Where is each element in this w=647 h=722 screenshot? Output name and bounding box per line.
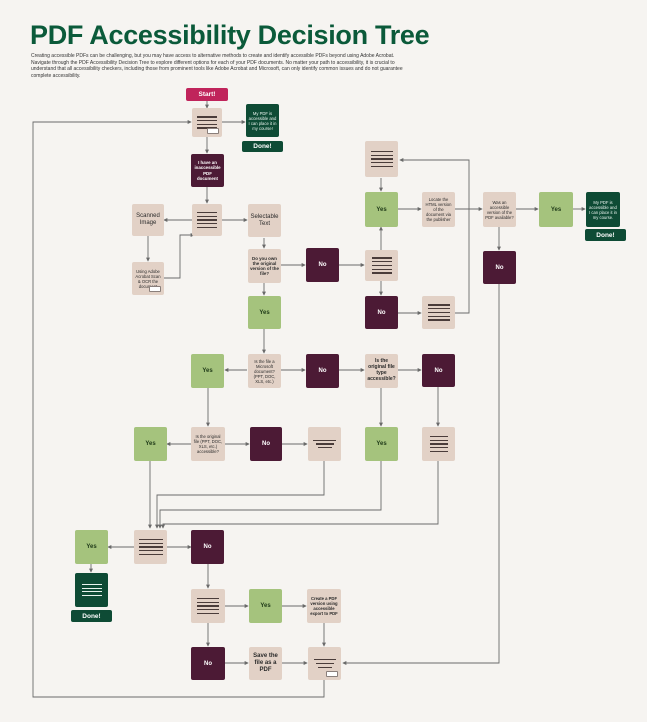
done-badge-top: Done! <box>242 141 283 152</box>
scanned-image-node[interactable]: Scanned Image <box>132 204 164 236</box>
yes-node-export[interactable]: Yes <box>249 589 282 623</box>
doc-icon-export[interactable] <box>191 589 225 623</box>
inaccessible-node[interactable]: I have an inaccessible PDF document <box>191 154 224 187</box>
document-lines-icon <box>197 597 219 600</box>
arrow-final-loop <box>32 119 325 698</box>
intro-paragraph: Creating accessible PDFs can be challeng… <box>31 53 403 79</box>
no-node-html[interactable]: No <box>365 296 398 329</box>
html-accessible-node[interactable]: Was an accessible version of the PDF ava… <box>483 192 516 227</box>
no-node-final-check[interactable]: No <box>191 530 224 564</box>
locate-html-node[interactable]: Locate the HTML version of the document … <box>422 192 455 227</box>
doc-icon-branch[interactable] <box>192 204 222 236</box>
yes-node-microsoft[interactable]: Yes <box>191 354 224 388</box>
yes-node-html[interactable]: Yes <box>365 192 398 227</box>
orig-ms-accessible-node[interactable]: Is the original file (PPT, DOC, XLS, etc… <box>191 427 225 461</box>
checker-chip-icon <box>326 671 338 677</box>
selectable-text-node[interactable]: Selectable Text <box>248 204 281 237</box>
accessible-node-right[interactable]: My PDF is accessible and I can place it … <box>586 192 620 227</box>
doc-icon-final[interactable] <box>308 647 341 680</box>
no-node-microsoft[interactable]: No <box>306 354 339 388</box>
checker-chip-icon <box>149 286 161 292</box>
create-pdf-node[interactable]: Create a PDF version using accessible ex… <box>307 589 341 623</box>
arrow-ocr-loop <box>164 232 195 279</box>
arrow-yes2-to-docbig <box>157 461 382 529</box>
page-title: PDF Accessibility Decision Tree <box>30 20 430 50</box>
document-lines-icon <box>313 659 336 661</box>
document-lines-icon <box>138 538 163 541</box>
checker-chip-icon <box>207 128 219 134</box>
document-lines-icon <box>370 150 393 153</box>
no-node-orig-type[interactable]: No <box>422 354 455 387</box>
document-lines-icon <box>429 435 448 438</box>
document-lines-icon <box>427 304 450 306</box>
arrow-doc2-loop <box>399 157 470 314</box>
ocr-node[interactable]: Using Adobe Acrobat Scan & OCR the docum… <box>132 262 164 295</box>
doc-icon-done[interactable] <box>75 573 108 607</box>
save-pdf-node[interactable]: Save the file as a PDF <box>249 647 282 680</box>
doc-icon-checker[interactable] <box>308 427 341 461</box>
document-lines-icon <box>313 439 336 441</box>
doc-icon-start[interactable] <box>192 108 222 137</box>
yes-node-orig-ms[interactable]: Yes <box>134 427 167 461</box>
no-node-html-accessible[interactable]: No <box>483 251 516 284</box>
microsoft-node[interactable]: Is the file a Microsoft document? (PPT, … <box>248 354 281 388</box>
no-node-own[interactable]: No <box>306 248 339 282</box>
start-button[interactable]: Start! <box>186 88 228 101</box>
done-badge-right: Done! <box>585 229 626 241</box>
doc-icon-html-check[interactable] <box>365 141 398 177</box>
yes-node-html-accessible[interactable]: Yes <box>539 192 573 227</box>
doc-icon-final-check[interactable] <box>134 530 167 564</box>
own-original-node[interactable]: Do you own the original version of the f… <box>248 249 281 283</box>
yes-node-own[interactable]: Yes <box>248 296 281 329</box>
arrow-doc3-to-docbig <box>160 461 439 529</box>
document-lines-icon <box>197 116 217 118</box>
yes-node-orig-type[interactable]: Yes <box>365 427 398 461</box>
accessible-node-top[interactable]: My PDF is accessible and I can place it … <box>246 104 279 137</box>
arrow-docchk-to-docbig <box>154 461 325 529</box>
no-node-export[interactable]: No <box>191 647 225 680</box>
orig-type-accessible-node[interactable]: Is the original file type accessible? <box>365 354 398 388</box>
document-lines-icon <box>371 257 392 259</box>
no-node-orig-ms[interactable]: No <box>250 427 282 461</box>
arrow-no-right-to-final <box>342 284 500 666</box>
doc-icon-orig-type[interactable] <box>422 427 455 461</box>
document-lines-icon <box>81 583 102 586</box>
doc-icon-html[interactable] <box>365 250 398 281</box>
doc-icon-html-no[interactable] <box>422 296 455 329</box>
done-badge-bottom: Done! <box>71 610 112 622</box>
yes-node-final-check[interactable]: Yes <box>75 530 108 564</box>
document-lines-icon <box>197 211 217 214</box>
